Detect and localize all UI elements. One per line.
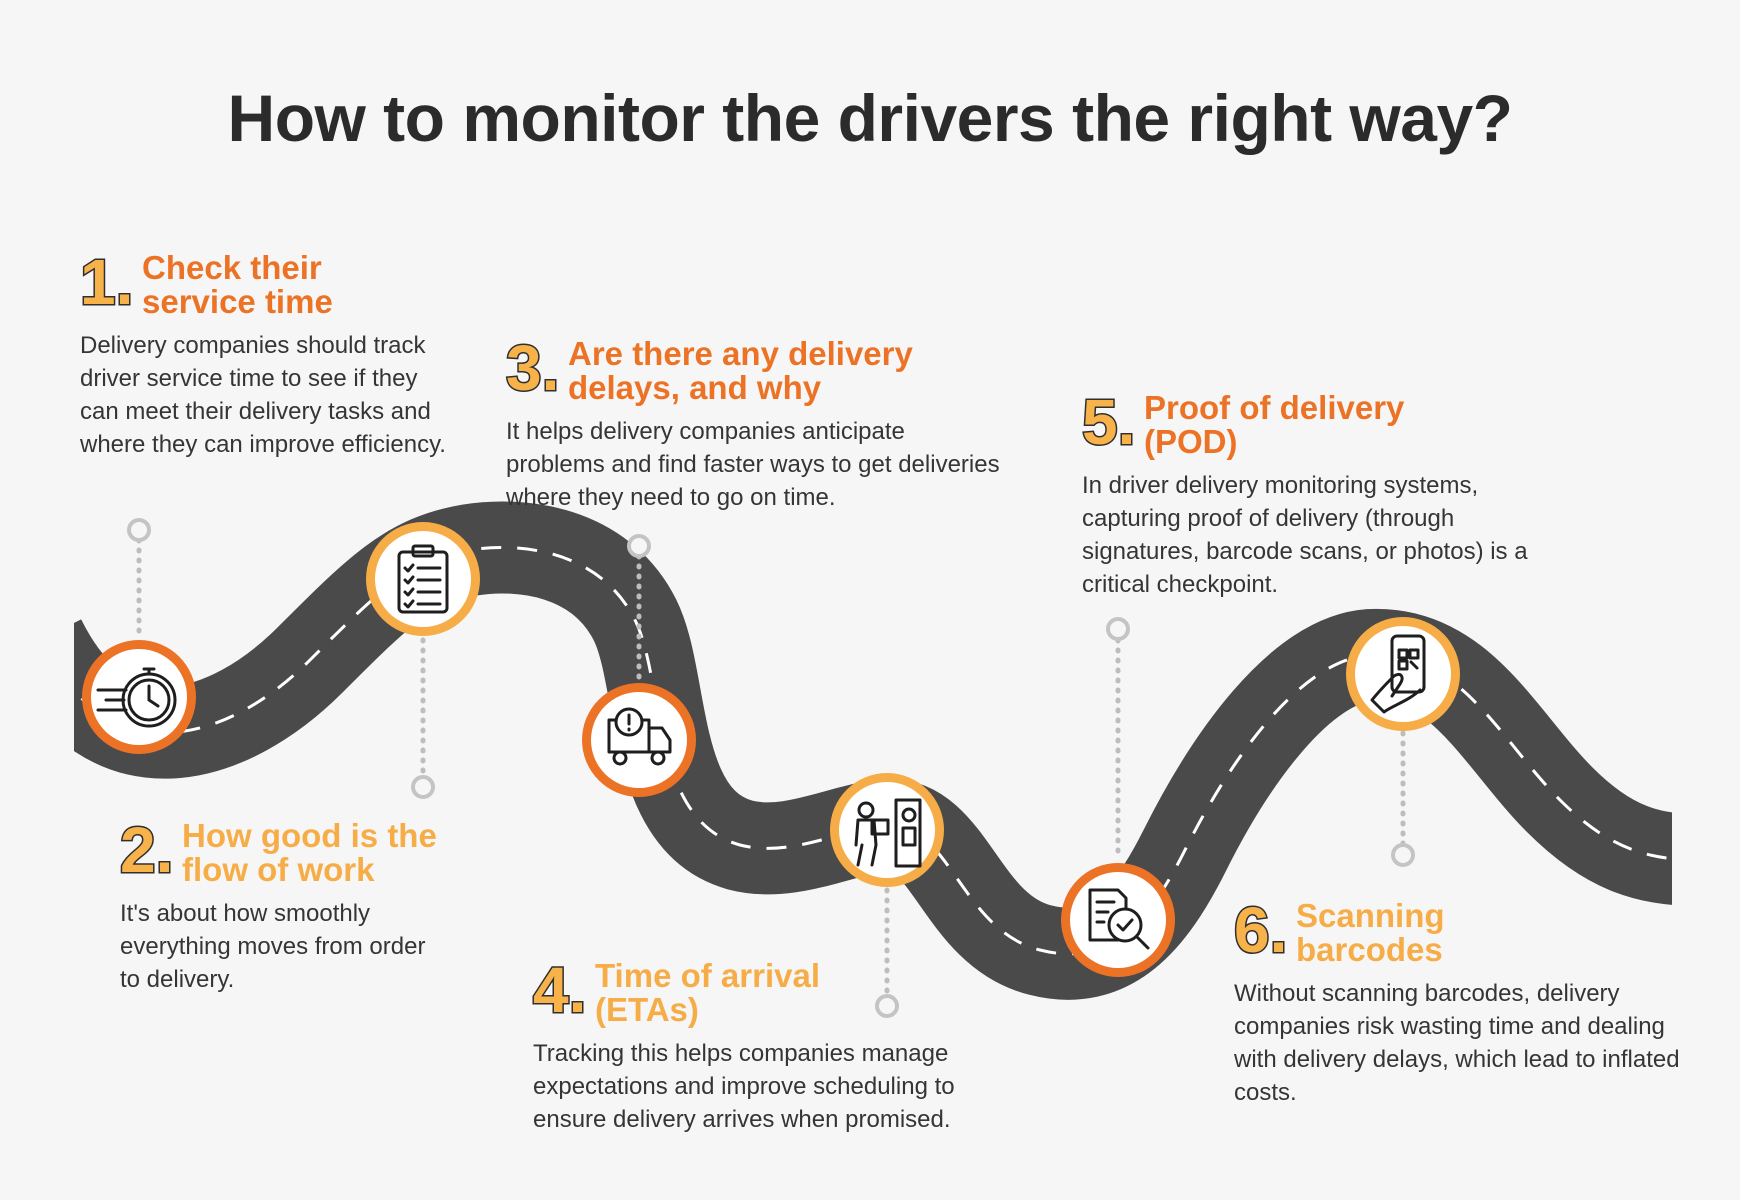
step-title: Are there any delivery delays, and why [568,335,913,406]
milestone-6 [1346,617,1460,731]
step-description: Delivery companies should track driver s… [80,332,446,458]
step-description: It's about how smoothly everything moves… [120,900,426,993]
connector-dot-4 [875,994,899,1018]
step-description: It helps delivery companies anticipate p… [506,418,1000,511]
milestone-5 [1061,863,1175,977]
truck-alert-icon [607,707,672,766]
step-1: 1. Check their service time Delivery com… [79,246,460,461]
step-description: Without scanning barcodes, delivery comp… [1234,980,1680,1106]
stopwatch-speed-icon [96,667,177,728]
step-title: Time of arrival (ETAs) [595,957,820,1028]
milestone-3 [582,683,696,797]
step-number: 4. [532,954,588,1026]
connector-dot-6 [1391,843,1415,867]
connector-dot-1 [127,518,151,542]
step-number: 5. [1081,386,1137,458]
step-description: Tracking this helps companies manage exp… [533,1040,955,1133]
step-6: 6. Scanning barcodes Without scanning ba… [1233,894,1694,1109]
step-title: Check their service time [142,249,333,320]
step-description: In driver delivery monitoring systems, c… [1082,472,1528,598]
document-check-icon [1088,888,1150,950]
step-number: 2. [119,814,175,886]
connector-dot-2 [411,775,435,799]
step-number: 1. [79,246,135,318]
connector-dot-3 [627,534,651,558]
page-title: How to monitor the drivers the right way… [227,81,1513,155]
step-number: 3. [505,332,561,404]
step-title: Scanning barcodes [1296,897,1445,968]
milestone-2 [366,522,480,636]
step-5: 5. Proof of delivery (POD) In driver del… [1081,386,1542,601]
milestone-4 [830,773,944,887]
step-4: 4. Time of arrival (ETAs) Tracking this … [532,954,973,1136]
connector-dot-5 [1106,617,1130,641]
phone-qr-scan-icon [1370,634,1426,714]
step-2: 2. How good is the flow of work It's abo… [119,814,450,996]
courier-door-icon [854,798,922,868]
clipboard-checklist-icon [397,544,449,614]
milestone-1 [82,640,196,754]
step-3: 3. Are there any delivery delays, and wh… [505,332,1006,514]
step-title: Proof of delivery (POD) [1144,389,1405,460]
step-number: 6. [1233,894,1289,966]
step-title: How good is the flow of work [182,817,437,888]
